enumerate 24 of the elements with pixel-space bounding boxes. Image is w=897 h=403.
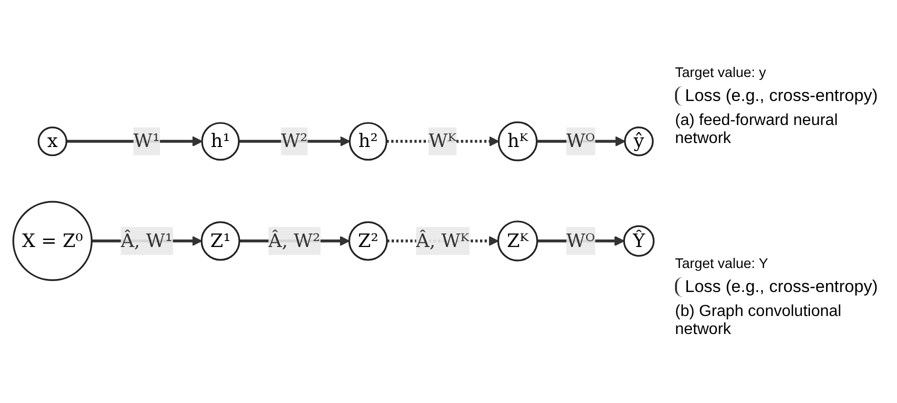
node-circle: Zᴷ: [497, 220, 538, 262]
caption-text: (a) feed-forward neural network: [675, 112, 839, 148]
caption-text: (b) Graph convolutional network: [675, 303, 842, 340]
node-circle: Z¹: [200, 221, 240, 261]
edge-label: Â, Wᴷ: [416, 230, 470, 252]
node-circle: X = Z⁰: [12, 201, 93, 282]
edge-label: Wᴼ: [566, 130, 595, 152]
node-circle: h²: [348, 122, 388, 161]
target-text: Target value: Y: [675, 255, 770, 272]
node-circle: Z²: [348, 221, 388, 261]
loss-text: Loss (e.g., cross-entropy): [675, 277, 889, 298]
edge-label: W²: [281, 130, 308, 152]
node-circle: h¹: [201, 122, 240, 161]
edge-label: Â, W¹: [120, 230, 173, 252]
node-circle: ŷ: [624, 126, 654, 156]
node-circle: x: [38, 126, 68, 156]
edge-label: Â, W²: [268, 230, 320, 252]
edge-label: Wᴷ: [428, 130, 457, 152]
node-circle: Ŷ: [623, 226, 655, 257]
loss-text: Loss (e.g., cross-entropy): [675, 86, 889, 106]
edge-label: W¹: [133, 130, 160, 152]
node-circle: hᴷ: [498, 122, 538, 162]
edge-label: Wᴼ: [566, 230, 595, 252]
target-text: Target value: y: [675, 64, 768, 80]
